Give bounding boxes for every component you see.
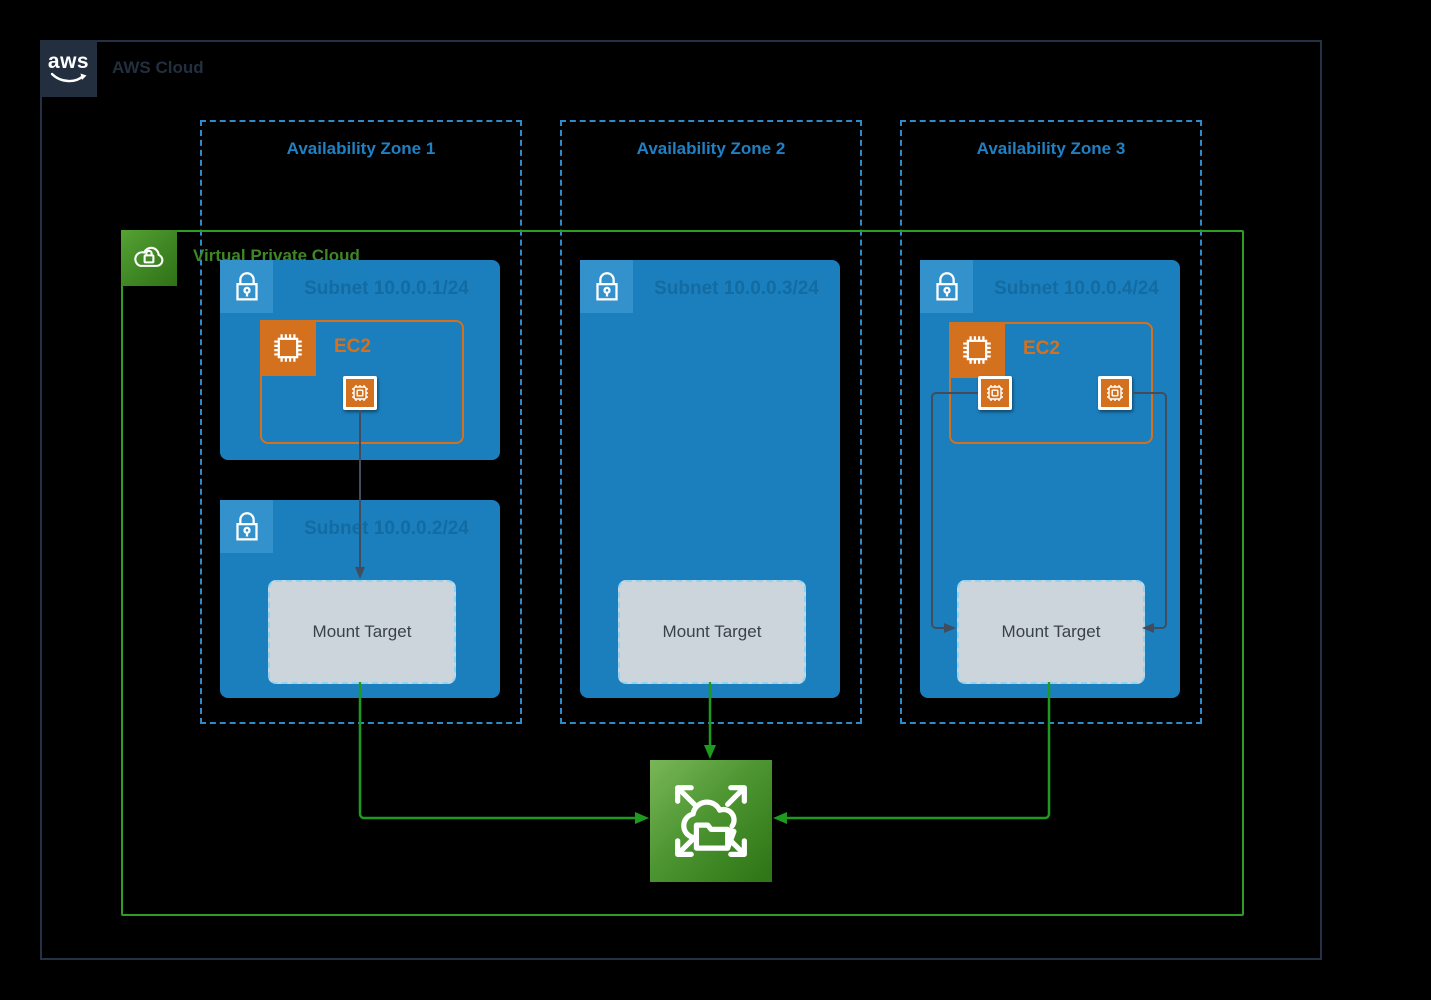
ec2-group-2-label: EC2 [1023,338,1060,359]
availability-zone-2-label: Availability Zone 2 [636,139,786,158]
ec2-instance-icon [1098,376,1132,410]
vpc-container [121,230,1244,916]
availability-zone-1-label: Availability Zone 1 [286,139,436,158]
ec2-icon [949,322,1005,378]
mount-target-3: Mount Target [957,580,1145,684]
subnet-4-lock-icon [920,260,973,313]
efs-icon [650,760,772,882]
aws-cloud-container [40,40,1322,960]
mount-target-3-label: Mount Target [1001,622,1101,641]
subnet-1-label: Subnet 10.0.0.1/24 [304,278,469,299]
ec2-group-1: EC2 [260,320,464,444]
availability-zone-3-label: Availability Zone 3 [976,139,1126,158]
ec2-instance-icon [343,376,377,410]
vpc-icon [121,230,177,286]
ec2-icon [260,320,316,376]
subnet-3-lock-icon [580,260,633,313]
aws-logo: aws [40,40,97,97]
subnet-3-label: Subnet 10.0.0.3/24 [654,278,819,299]
mount-target-1: Mount Target [268,580,456,684]
subnet-1-lock-icon [220,260,273,313]
mount-target-1-label: Mount Target [312,622,412,641]
ec2-group-1-label: EC2 [334,336,371,357]
ec2-group-2: EC2 [949,322,1153,444]
aws-logo-text: aws [47,50,90,73]
mount-target-2-label: Mount Target [662,622,762,641]
mount-target-2: Mount Target [618,580,806,684]
aws-smile-icon [50,72,86,83]
subnet-4-label: Subnet 10.0.0.4/24 [994,278,1159,299]
aws-cloud-title: AWS Cloud [112,58,204,77]
subnet-2-label: Subnet 10.0.0.2/24 [304,518,469,539]
availability-zone-3: Availability Zone 3 [900,120,1202,724]
subnet-2-lock-icon [220,500,273,553]
ec2-instance-icon [978,376,1012,410]
